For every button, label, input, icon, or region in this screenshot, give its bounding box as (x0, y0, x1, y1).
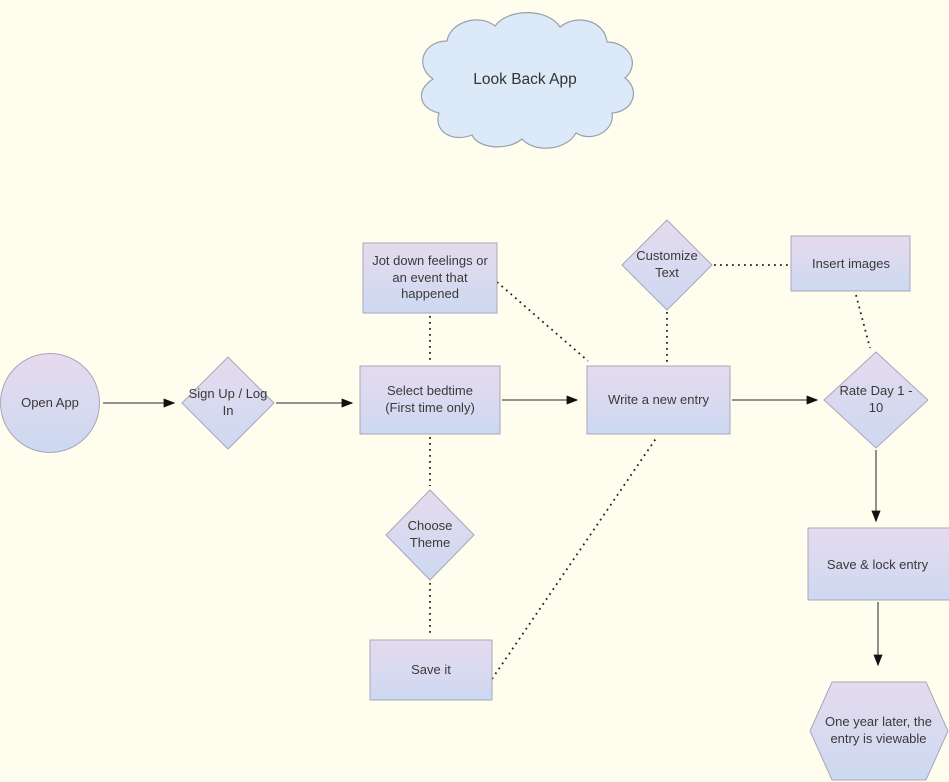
node-insert-images[interactable] (790, 235, 911, 292)
node-write-entry[interactable] (586, 365, 731, 435)
node-jot-down[interactable] (362, 242, 498, 314)
node-open-app[interactable] (0, 353, 100, 453)
node-choose-theme[interactable] (385, 489, 475, 581)
node-select-bedtime[interactable] (359, 365, 501, 435)
node-one-year[interactable] (809, 681, 949, 781)
node-save-it[interactable] (369, 639, 493, 701)
dotted-connectors (429, 264, 871, 680)
edge-save-it-to-write-entry (491, 436, 658, 680)
edge-jot-down-to-write-entry (496, 281, 589, 362)
solid-arrow-connectors (103, 395, 883, 667)
node-customize-text[interactable] (621, 219, 713, 311)
node-rate-day[interactable] (823, 351, 929, 449)
node-title-cloud[interactable] (420, 12, 635, 149)
node-save-lock[interactable] (807, 527, 949, 601)
edge-insert-images-to-rate-day (855, 294, 871, 349)
node-sign-up[interactable] (181, 356, 275, 450)
